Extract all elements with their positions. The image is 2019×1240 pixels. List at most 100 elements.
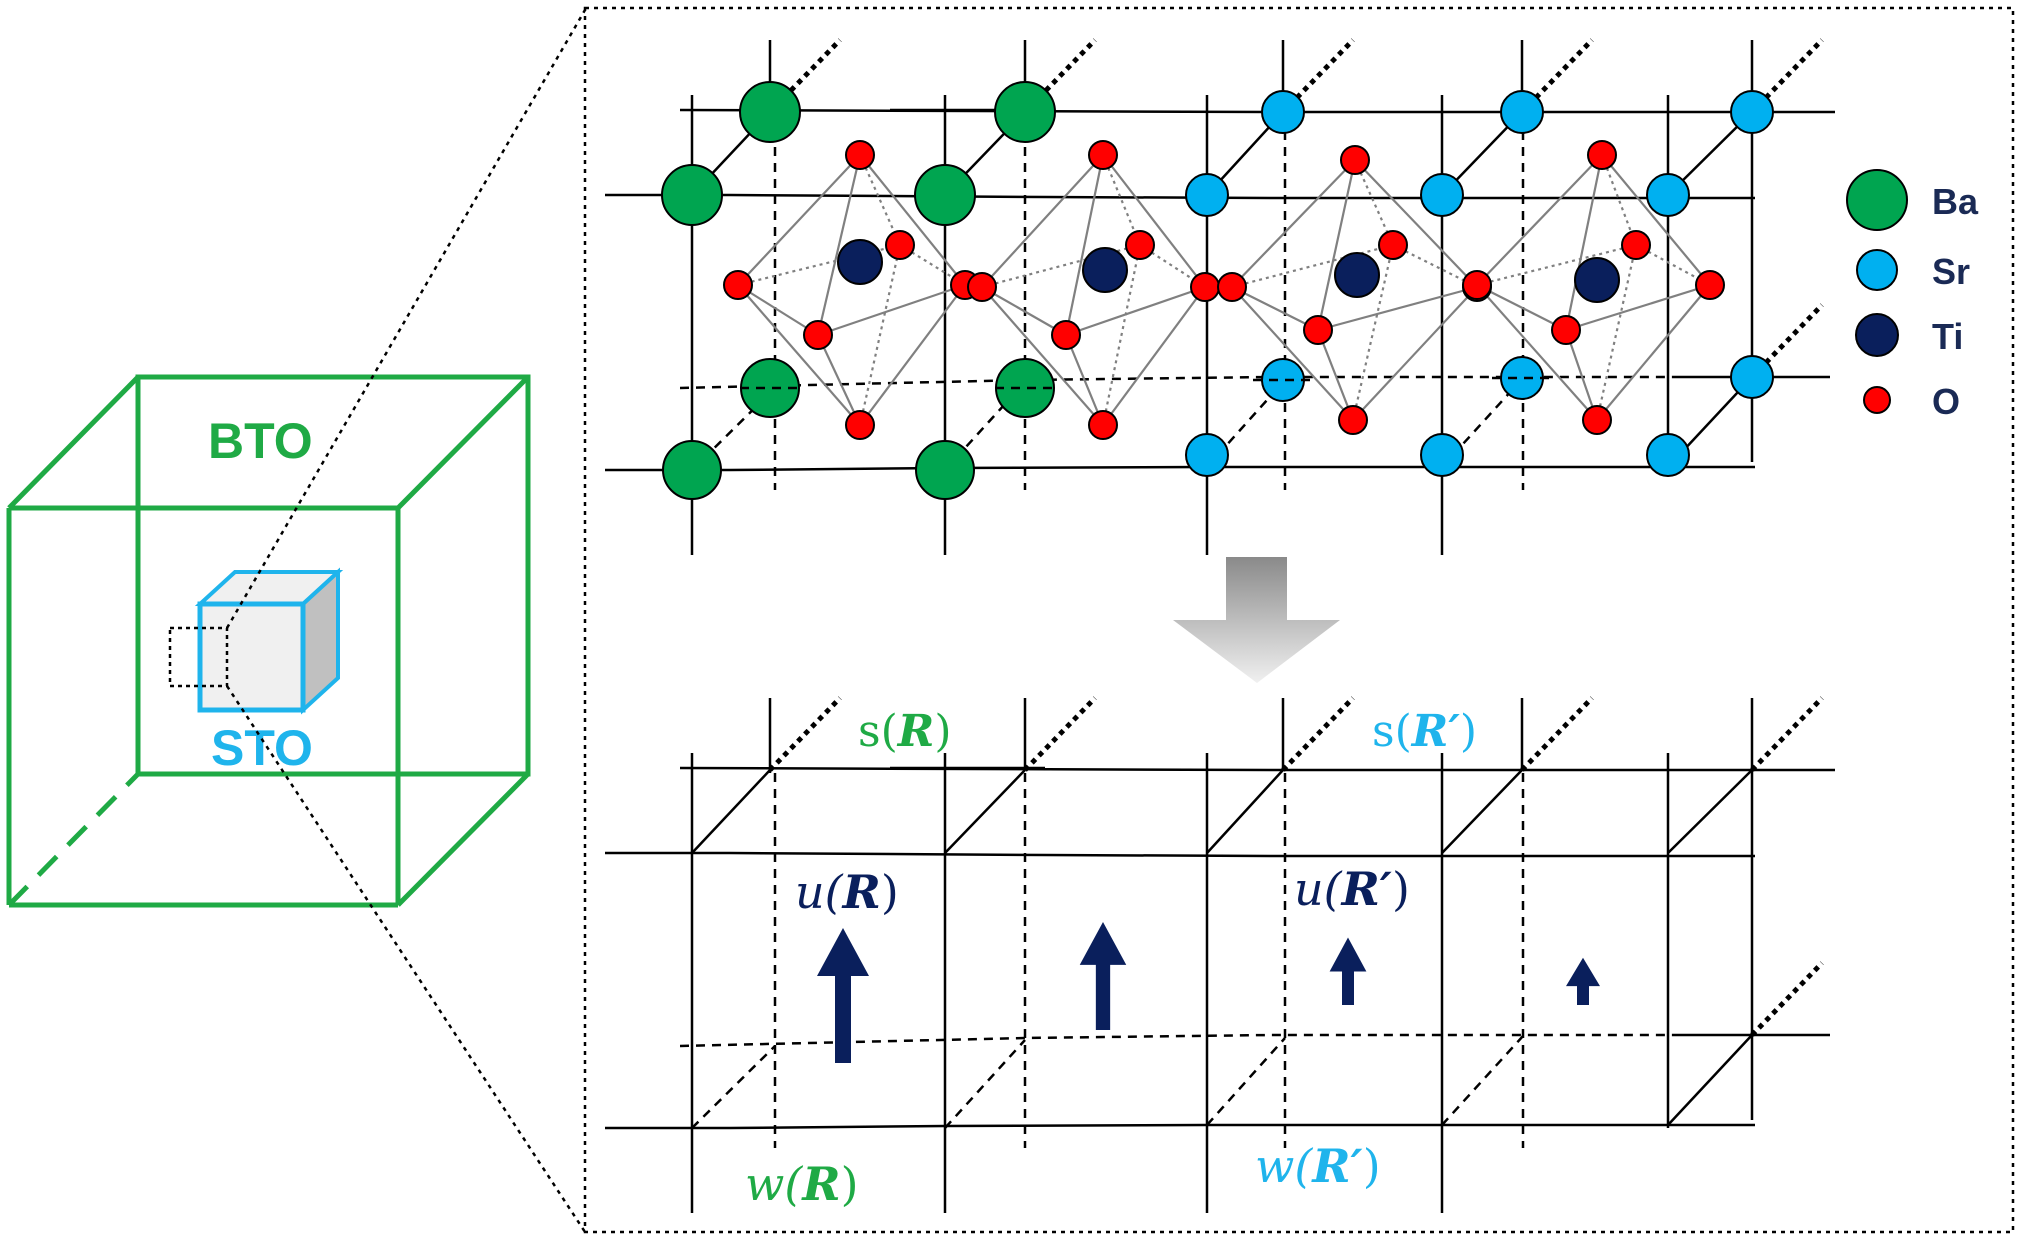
coarse-top-diagonal-3 [1441,769,1523,854]
octahedron-1-edge-2 [1102,154,1206,288]
o-atom [1587,140,1617,170]
coarse-front-bottom-line [605,1123,1755,1130]
coarse-top-diagonal-0 [691,769,771,854]
sr-atom [1500,356,1544,400]
o-atom [1621,230,1651,260]
sr-atom [1420,173,1464,217]
coarse-bottom-diagonal-3 [1441,1035,1524,1126]
octahedron-2-edge-1 [1316,159,1357,331]
sr-atom [1185,173,1229,217]
octahedron-2-hidden-edge-0 [1353,159,1395,246]
o-atom [723,270,753,300]
polarization-arrows [817,922,1600,1063]
label-u-R: u(R) [795,865,899,919]
ba-atom [915,440,975,500]
lattice-labels: s(R) s(R′) u(R) u(R′) w(R) w(R′) [745,706,1477,1211]
sr-atom [1261,358,1305,402]
octahedron-2-edge-6 [1231,286,1319,331]
coarse-top-diagonal-2 [1206,769,1284,854]
ba-atom [662,440,722,500]
octahedron-2-hidden-edge-1 [1351,244,1395,421]
ba-atom [661,164,723,226]
bto-edge-tl [7,375,140,510]
legend-label-sr: Sr [1932,251,1970,292]
coarse-back-top-line [679,766,1835,772]
ba-atom [994,81,1056,143]
o-atom [1338,405,1368,435]
o-atom [1217,272,1247,302]
atomic-front-bottom-line [605,465,1755,472]
coarse-dotted-continuation-3 [1520,696,1594,772]
label-u-Rprime: u(R′) [1294,862,1410,916]
o-atom [1190,272,1220,302]
legend-label-ti: Ti [1932,316,1963,357]
polarization-arrow-R′ [1329,937,1367,1005]
label-w-Rprime: w(R′) [1255,1139,1381,1193]
octahedron-1-edge-1 [1064,154,1105,336]
legend-label-o: O [1932,381,1960,422]
coarse-bottom-diagonal-2 [1206,1037,1286,1126]
coarse-dotted-continuation-2 [1281,696,1355,772]
coarse-grained-lattice [605,696,1835,1213]
octahedron-1-edge-7 [1065,285,1206,337]
legend-label-ba: Ba [1932,181,1979,222]
bto-edge-tr [396,375,530,510]
label-s-R: s(R) [858,706,952,757]
octahedron-2-edge-7 [1317,285,1478,332]
octahedron-0-edge-6 [737,284,819,336]
octahedron-0-edge-1 [816,154,862,336]
atomic-dotted-continuation-1 [1023,38,1097,114]
o-atom [845,410,875,440]
octahedron-1-hidden-edge-0 [1101,154,1142,246]
o-atom [1088,140,1118,170]
octahedron-2-edge-3 [1231,286,1354,421]
octahedron-3-hidden-edge-0 [1600,154,1638,246]
coarse-dotted-continuation-0 [768,696,842,772]
octahedron-3-edge-7 [1565,283,1711,332]
legend-swatch-ti [1855,313,1899,357]
coarse-dotted-continuation-4 [1750,696,1824,772]
atomic-dotted-continuation-3 [1520,38,1594,114]
ba-atom [739,81,801,143]
legend-swatch-o [1863,386,1891,414]
sr-atom [1730,90,1774,134]
bto-cube: BTO [6,374,531,908]
o-atom [1462,270,1492,300]
sr-atom [1500,90,1544,134]
atomic-dotted-continuation-4 [1750,38,1824,114]
octahedron-0-hidden-edge-1 [858,244,902,426]
o-atom [1125,230,1155,260]
sto-inclusion-cube: STO [168,567,344,776]
o-atom [1378,230,1408,260]
transition-arrow [1173,557,1340,683]
sr-atom [1730,355,1774,399]
coarse-bottom-diagonal-1 [944,1039,1026,1129]
o-atom [1051,320,1081,350]
legend-swatch-sr [1856,249,1898,291]
bto-hidden-diag [7,772,140,907]
atomic-dotted-continuation-0 [768,38,842,114]
octahedron-2-edge-5 [1352,286,1478,421]
octahedron-1-edge-3 [981,286,1104,426]
ba-atom [914,164,976,226]
zoom-line-top [225,9,587,629]
octahedron-0-edge-4 [817,334,861,426]
octahedron-1-edge-4 [1064,334,1105,426]
label-s-Rprime: s(R′) [1372,706,1477,757]
o-atom [1340,145,1370,175]
sr-atom [1261,90,1305,134]
zoom-callout [225,6,2015,1234]
octahedron-0-edge-2 [859,154,966,286]
sto-cube-front [197,601,306,713]
polarization-arrow-BTO-2 [1079,922,1127,1030]
octahedron-1-hidden-edge-1 [1101,244,1142,426]
coarse-dotted-continuation-1 [1023,696,1097,772]
octahedron-2-edge-2 [1354,159,1478,288]
coarse-front-top-line [605,851,1515,858]
octahedron-3-hidden-edge-1 [1595,244,1638,421]
polarization-arrow-STO-2 [1566,957,1600,1005]
zoom-region-box [168,626,229,688]
bto-edge-br [396,772,530,907]
coarse-dotted-continuation-5 [1750,961,1824,1037]
